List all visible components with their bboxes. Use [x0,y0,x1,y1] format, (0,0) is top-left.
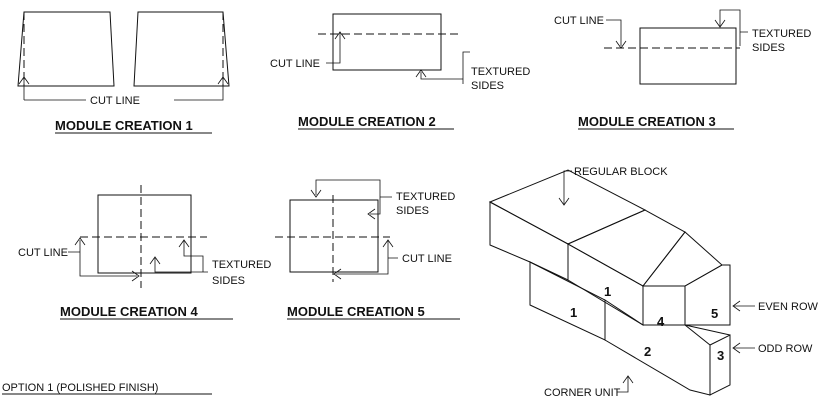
module5-textured-leader [315,179,392,215]
module-creation-4: CUT LINE TEXTURED SIDES MODULE CREATION … [18,185,271,320]
option-label: OPTION 1 (POLISHED FINISH) [2,382,158,394]
corner-unit-arrow [622,375,634,384]
regular-block-arrow [558,197,570,206]
module2-cut-line-label: CUT LINE [270,58,320,70]
module4-cut-arrow-1 [74,237,86,246]
module3-textured-arrow [714,19,726,28]
module2-textured-label-1: TEXTURED [471,66,530,78]
block-number-4: 4 [657,314,665,329]
block-number-1-lower: 1 [570,305,577,320]
isometric-assembly: 1 1 4 5 2 3 REGULAR BLOCK EVEN ROW ODD R… [488,166,819,399]
module3-cut-line-label: CUT LINE [554,15,604,27]
module5-textured-label-2: SIDES [396,205,429,217]
module1-leader [23,78,224,101]
module4-textured-label-2: SIDES [212,275,245,287]
module5-cut-leader [336,240,398,275]
module5-title: MODULE CREATION 5 [287,304,425,319]
module1-right-piece [133,11,230,87]
module5-textured-arrow-1 [310,189,322,198]
module4-textured-label-1: TEXTURED [212,259,271,271]
block-number-2: 2 [644,344,651,359]
module3-cut-leader [606,19,622,46]
top-face-middle [566,209,686,287]
module4-cut-line-label: CUT LINE [18,247,68,259]
regular-block-label: REGULAR BLOCK [574,166,668,178]
module4-textured-arrow-1 [178,239,190,248]
module5-cut-arrow-2 [333,268,342,280]
module1-left-piece [17,11,115,87]
module2-cut-leader [326,32,341,64]
module3-cut-arrow [615,40,627,49]
module3-textured-label-2: SIDES [752,42,785,54]
even-row-arrow [732,300,741,312]
module1-arrow-left [18,76,30,85]
module-creation-5: TEXTURED SIDES CUT LINE MODULE CREATION … [275,179,460,320]
module2-textured-leader [420,51,470,84]
module5-textured-label-1: TEXTURED [396,191,455,203]
even-row-label: EVEN ROW [758,301,819,313]
module4-cut-arrow-2 [131,270,140,282]
module3-block [639,27,737,85]
block-number-1-upper: 1 [604,284,611,299]
module5-cut-line-label: CUT LINE [402,253,452,265]
corner-unit-label: CORNER UNIT [544,387,621,399]
module3-textured-label-1: TEXTURED [752,28,811,40]
block-number-3: 3 [717,348,724,363]
module5-cut-arrow-1 [382,239,394,248]
module4-block [97,194,192,274]
module4-title: MODULE CREATION 4 [60,304,198,319]
end-face-divider-2 [684,324,731,336]
module2-block [332,13,442,71]
regular-block-leader [563,170,572,205]
module5-block [289,199,379,273]
module2-title: MODULE CREATION 2 [298,114,436,129]
module4-textured-leader [154,240,208,273]
module4-cut-leader [68,240,137,277]
module4-textured-arrow-2 [149,256,161,265]
module-creation-1: CUT LINE MODULE CREATION 1 [17,11,230,134]
top-face-regular [488,169,647,245]
top-face-end [641,231,723,287]
odd-row-label: ODD ROW [758,343,813,355]
module2-textured-arrow [415,69,427,78]
module-creation-2: CUT LINE TEXTURED SIDES MODULE CREATION … [270,13,530,130]
module-creation-3: CUT LINE TEXTURED SIDES MODULE CREATION … [554,9,811,130]
odd-row-arrow [732,342,741,354]
module3-title: MODULE CREATION 3 [578,114,716,129]
module1-cut-line-label: CUT LINE [90,95,140,107]
module2-cut-arrow [334,31,346,40]
corner-unit-leader [617,376,629,393]
front-face-upper-left [489,201,569,281]
module5-textured-arrow-2 [367,208,376,220]
end-face-5 [684,264,731,326]
module2-textured-label-2: SIDES [471,80,504,92]
block-number-5: 5 [711,306,718,321]
module1-title: MODULE CREATION 1 [55,118,193,133]
end-face-3 [709,334,731,396]
module1-arrow-right [217,76,229,85]
module3-textured-leader [719,9,748,46]
